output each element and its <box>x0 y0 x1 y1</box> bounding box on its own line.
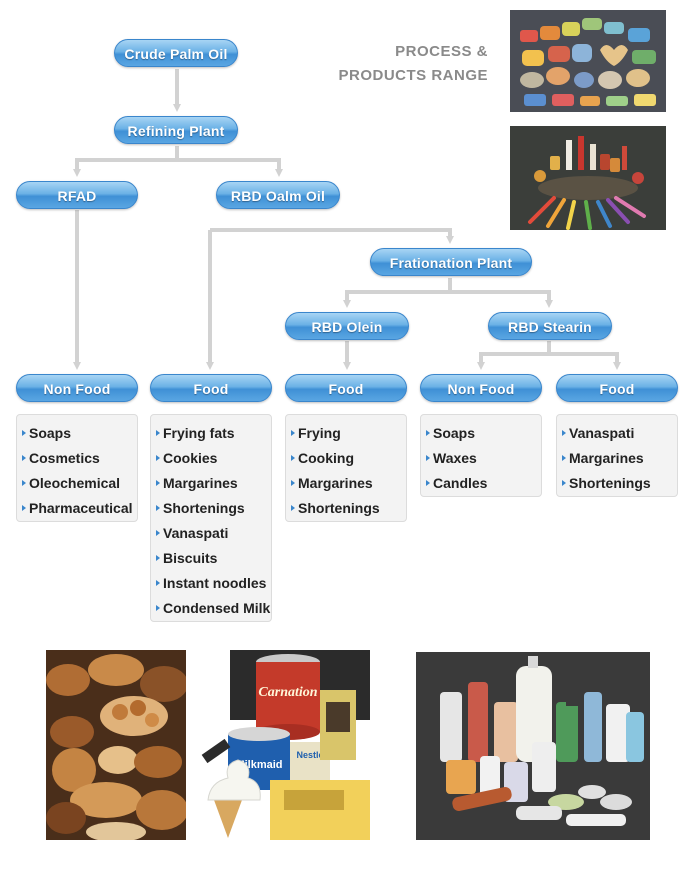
list-item: Condensed Milk <box>151 596 271 621</box>
bullet-arrow-icon <box>291 455 295 461</box>
cosmetics-photo <box>416 652 650 840</box>
process-products-heading: PROCESS & PRODUCTS RANGE <box>338 40 488 88</box>
bullet-arrow-icon <box>291 505 295 511</box>
bakery-photo <box>46 650 186 840</box>
list-non-food-2: Soaps Waxes Candles <box>420 414 542 497</box>
list-food-2: Frying Cooking Margarines Shortenings <box>285 414 407 522</box>
list-item: Oleochemical <box>17 471 137 496</box>
list-item: Cosmetics <box>17 446 137 471</box>
nestle-label: Nestle <box>296 750 323 760</box>
list-item-label: Vanaspati <box>163 525 229 541</box>
list-item: Shortenings <box>151 496 271 521</box>
list-item: Frying <box>286 421 406 446</box>
node-non-food-1[interactable]: Non Food <box>16 374 138 402</box>
node-food-2[interactable]: Food <box>285 374 407 402</box>
list-item: Instant noodles <box>151 571 271 596</box>
heading-line-1: PROCESS & <box>395 43 488 60</box>
list-item: Biscuits <box>151 546 271 571</box>
list-item: Margarines <box>151 471 271 496</box>
list-item-label: Cooking <box>298 450 354 466</box>
list-item: Frying fats <box>151 421 271 446</box>
node-rfad[interactable]: RFAD <box>16 181 138 209</box>
bullet-arrow-icon <box>426 430 430 436</box>
list-item: Waxes <box>421 446 541 471</box>
condensed-milk-photo: Carnation Milkmaid Nestle <box>200 650 370 840</box>
bullet-arrow-icon <box>562 480 566 486</box>
list-item-label: Instant noodles <box>163 575 267 591</box>
list-food-3: Vanaspati Margarines Shortenings <box>556 414 678 497</box>
list-item: Shortenings <box>286 496 406 521</box>
bullet-arrow-icon <box>156 430 160 436</box>
node-rbd-stearin[interactable]: RBD Stearin <box>488 312 612 340</box>
list-item-label: Soaps <box>29 425 72 441</box>
bullet-arrow-icon <box>156 480 160 486</box>
bullet-arrow-icon <box>562 430 566 436</box>
list-item: Pharmaceutical <box>17 496 137 521</box>
list-item-label: Frying <box>298 425 341 441</box>
list-item-label: Waxes <box>433 450 477 466</box>
list-item: Margarines <box>286 471 406 496</box>
bullet-arrow-icon <box>156 605 160 611</box>
bullet-arrow-icon <box>291 430 295 436</box>
node-rbd-oalm-oil[interactable]: RBD Oalm Oil <box>216 181 340 209</box>
list-item: Soaps <box>17 421 137 446</box>
node-refining-plant[interactable]: Refining Plant <box>114 116 238 144</box>
heading-line-2: PRODUCTS RANGE <box>338 67 488 84</box>
bullet-arrow-icon <box>562 455 566 461</box>
candles-photo <box>510 126 666 230</box>
list-item-label: Cookies <box>163 450 218 466</box>
list-item-label: Margarines <box>298 475 373 491</box>
node-non-food-2[interactable]: Non Food <box>420 374 542 402</box>
connector-fration-split <box>347 278 549 294</box>
bullet-arrow-icon <box>156 505 160 511</box>
list-item-label: Cosmetics <box>29 450 100 466</box>
node-crude-palm-oil[interactable]: Crude Palm Oil <box>114 39 238 67</box>
bullet-arrow-icon <box>426 480 430 486</box>
list-item: Vanaspati <box>151 521 271 546</box>
bullet-arrow-icon <box>156 530 160 536</box>
bullet-arrow-icon <box>22 480 26 486</box>
node-food-1[interactable]: Food <box>150 374 272 402</box>
bullet-arrow-icon <box>156 555 160 561</box>
bullet-arrow-icon <box>426 455 430 461</box>
bullet-arrow-icon <box>22 455 26 461</box>
carnation-label: Carnation <box>258 685 317 700</box>
list-item: Shortenings <box>557 471 677 496</box>
bullet-arrow-icon <box>291 480 295 486</box>
list-item-label: Margarines <box>569 450 644 466</box>
connector-stearin-split <box>481 341 617 356</box>
list-item: Cookies <box>151 446 271 471</box>
list-item-label: Candles <box>433 475 488 491</box>
list-item: Candles <box>421 471 541 496</box>
list-item-label: Biscuits <box>163 550 218 566</box>
list-item-label: Vanaspati <box>569 425 635 441</box>
node-frationation-plant[interactable]: Frationation Plant <box>370 248 532 276</box>
list-item: Soaps <box>421 421 541 446</box>
list-item-label: Shortenings <box>569 475 651 491</box>
bullet-arrow-icon <box>22 430 26 436</box>
list-item-label: Condensed Milk <box>163 600 271 616</box>
list-item: Margarines <box>557 446 677 471</box>
list-item-label: Frying fats <box>163 425 235 441</box>
soap-bars-photo <box>510 10 666 112</box>
bullet-arrow-icon <box>156 580 160 586</box>
list-food-1: Frying fats Cookies Margarines Shortenin… <box>150 414 272 622</box>
bullet-arrow-icon <box>22 505 26 511</box>
node-rbd-olein[interactable]: RBD Olein <box>285 312 409 340</box>
bullet-arrow-icon <box>156 455 160 461</box>
list-item: Cooking <box>286 446 406 471</box>
list-item-label: Shortenings <box>298 500 380 516</box>
list-item-label: Margarines <box>163 475 238 491</box>
list-non-food-1: Soaps Cosmetics Oleochemical Pharmaceuti… <box>16 414 138 522</box>
list-item-label: Soaps <box>433 425 476 441</box>
list-item-label: Pharmaceutical <box>29 500 133 516</box>
node-food-3[interactable]: Food <box>556 374 678 402</box>
connector-refining-split <box>77 146 279 162</box>
list-item-label: Shortenings <box>163 500 245 516</box>
list-item: Vanaspati <box>557 421 677 446</box>
list-item-label: Oleochemical <box>29 475 121 491</box>
connector-oalm-fration <box>210 228 454 244</box>
